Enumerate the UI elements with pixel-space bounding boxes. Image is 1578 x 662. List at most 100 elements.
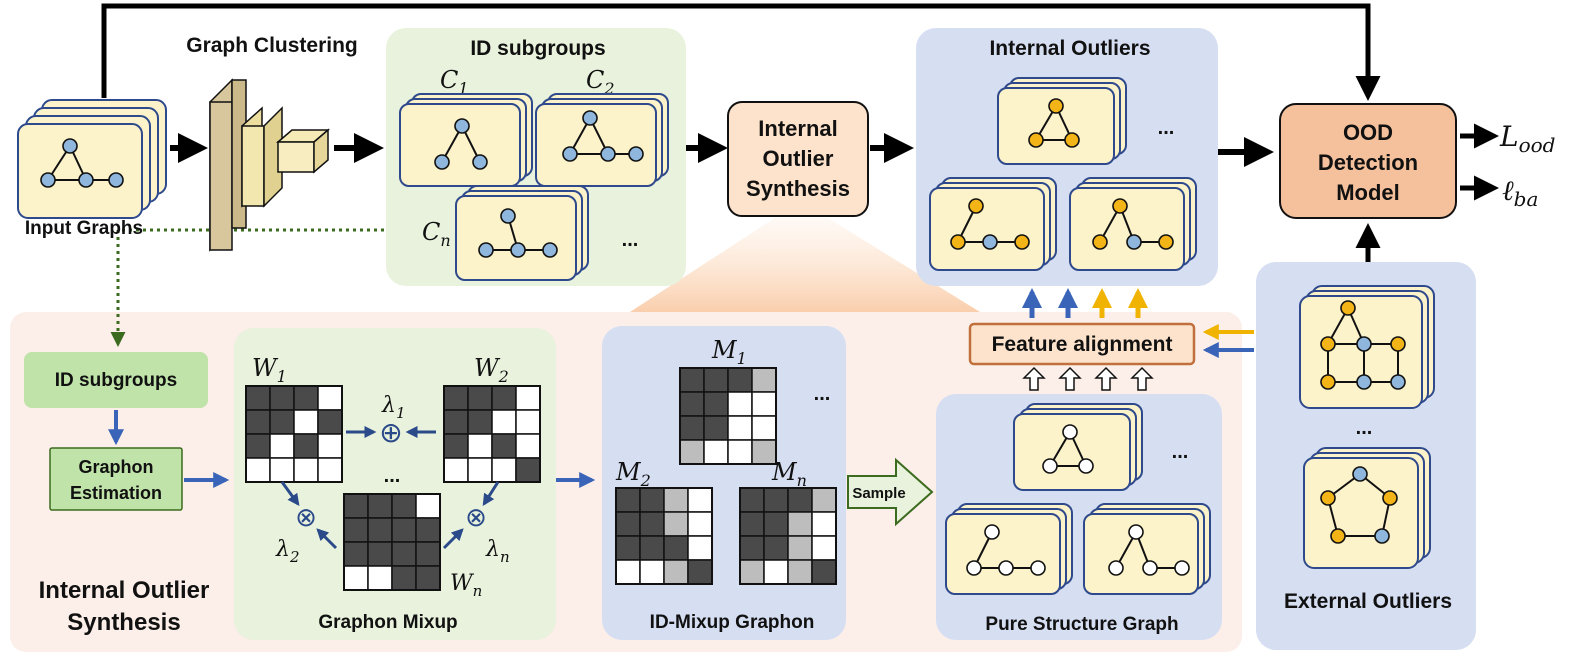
matrix-wn [343, 493, 441, 591]
matrix-cell [245, 409, 271, 435]
matrix-cell [467, 433, 493, 459]
matrix-cell [663, 511, 689, 537]
matrix-cell [515, 385, 541, 411]
matrix-cell [811, 535, 837, 561]
id-subgroups-title: ID subgroups [470, 37, 605, 60]
input-graphs-label: Input Graphs [25, 218, 143, 239]
matrix-mn [739, 487, 837, 585]
matrix-cell [663, 535, 689, 561]
matrix-cell [415, 517, 441, 543]
graph-clustering-label: Graph Clustering [186, 34, 358, 57]
graphon-estimation-box [49, 447, 183, 511]
matrix-cell [491, 433, 517, 459]
pure-structure-card-top [1013, 403, 1143, 491]
internal-outlier-card-left [929, 177, 1057, 271]
internal-outliers-ellipsis: ... [1158, 117, 1175, 139]
synthesis-label-line2: Synthesis [67, 609, 180, 636]
matrix-cell [467, 409, 493, 435]
matrix-cell [727, 439, 753, 465]
matrix-cell [811, 511, 837, 537]
internal-outlier-card-top [997, 77, 1127, 165]
matrix-cell [727, 367, 753, 393]
arrow-w1-to-otimes [280, 481, 300, 506]
graphon-estimation-line2: Estimation [70, 483, 162, 503]
matrix-cell [811, 487, 837, 513]
graph-clustering-network [209, 78, 331, 252]
otimes-icon-left: ⊗ [295, 503, 317, 533]
matrix-cell [679, 439, 705, 465]
matrix-cell [763, 535, 789, 561]
matrix-cell [639, 559, 665, 585]
matrix-cell [663, 559, 689, 585]
matrix-m1 [679, 367, 777, 465]
matrix-cell [317, 457, 343, 483]
dotted-arrow-to-id-subgroups [110, 228, 384, 347]
matrix-cell [269, 385, 295, 411]
matrix-cell [703, 415, 729, 441]
matrix-cell [751, 367, 777, 393]
matrix-cell [491, 385, 517, 411]
external-outlier-card-bottom [1303, 447, 1431, 569]
matrix-cell [763, 559, 789, 585]
lambda1-label: λ1 [381, 393, 406, 422]
matrix-cell [293, 457, 319, 483]
matrix-cell [727, 391, 753, 417]
internal-outlier-card-right [1069, 177, 1197, 271]
subgroup-c1-cards [399, 93, 533, 187]
matrix-cell [415, 541, 441, 567]
pure-structure-ellipsis: ... [1172, 441, 1189, 463]
matrix-cell [703, 391, 729, 417]
matrix-cell [615, 535, 641, 561]
matrix-cell [293, 409, 319, 435]
matrix-m2 [615, 487, 713, 585]
matrix-frame [739, 487, 837, 585]
matrix-cell [293, 385, 319, 411]
matrix-cell [317, 433, 343, 459]
ios-line2: Outlier [763, 146, 834, 171]
pure-structure-card-right [1083, 503, 1211, 595]
matrix-cell [367, 541, 393, 567]
matrix-cell [515, 457, 541, 483]
matrix-cell [245, 457, 271, 483]
matrix-cell [415, 565, 441, 591]
matrix-cell [491, 409, 517, 435]
loss-ood-label: Lood [1499, 120, 1555, 157]
sample-arrow [847, 457, 934, 527]
c1-label: C1 [440, 66, 469, 98]
m2-label: M2 [615, 458, 651, 490]
matrix-cell [639, 511, 665, 537]
matrix-cell [663, 487, 689, 513]
matrix-cell [367, 565, 393, 591]
hollow-up-arrows [1022, 366, 1154, 391]
matrix-cell [703, 439, 729, 465]
feature-alignment-box [968, 322, 1196, 366]
matrix-frame [343, 493, 441, 591]
external-outliers-ellipsis: ... [1356, 417, 1373, 439]
arrow-w2-to-otimes [482, 481, 500, 507]
matrix-cell [317, 385, 343, 411]
matrix-cell [739, 535, 765, 561]
id-subgroups-box-label: ID subgroups [55, 370, 177, 391]
c2-label: C2 [586, 66, 615, 98]
feature-alignment-label: Feature alignment [992, 333, 1173, 356]
matrix-cell [751, 391, 777, 417]
matrix-cell [739, 487, 765, 513]
matrix-cell [687, 487, 713, 513]
matrix-cell [343, 541, 369, 567]
matrix-cell [515, 433, 541, 459]
matrix-cell [391, 565, 417, 591]
matrix-cell [443, 409, 469, 435]
matrix-cell [343, 493, 369, 519]
matrix-cell [443, 433, 469, 459]
matrix-cell [703, 367, 729, 393]
matrix-cell [367, 517, 393, 543]
internal-outlier-synthesis-box [727, 101, 869, 217]
mixup-ellipsis: ... [384, 465, 401, 487]
matrix-frame [245, 385, 343, 483]
matrix-cell [639, 535, 665, 561]
matrix-cell [811, 559, 837, 585]
matrix-cell [367, 493, 393, 519]
matrix-cell [391, 493, 417, 519]
matrix-w2 [443, 385, 541, 483]
ood-line2: Detection [1318, 150, 1418, 175]
